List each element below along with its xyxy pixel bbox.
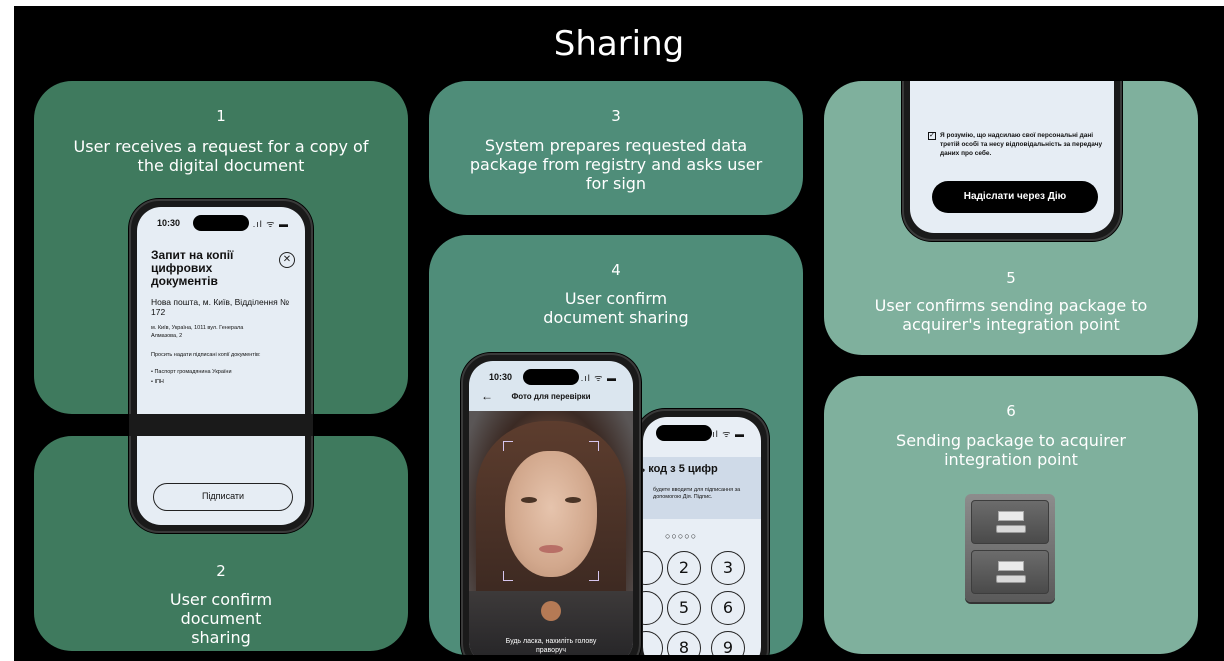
- photo-header: Фото для перевірки: [511, 392, 591, 401]
- file-cabinet-icon: [965, 494, 1055, 602]
- phone-code: .ıl ᯤ ▬ ть код з 5 цифр будете вводити д…: [635, 409, 769, 655]
- lips: [539, 545, 563, 553]
- step-5-card: ✓ Я розумію, що надсилаю свої персональн…: [824, 81, 1198, 355]
- slide: Sharing 1 User receives a request for a …: [14, 6, 1224, 661]
- dynamic-island: [523, 369, 579, 385]
- tilt-hint: Будь ласка, нахиліть голову праворуч: [505, 638, 597, 654]
- drawer: [971, 500, 1049, 544]
- phone-consent: ✓ Я розумію, що надсилаю свої персональн…: [902, 81, 1122, 241]
- key-8[interactable]: 8: [667, 631, 701, 655]
- page-title: Sharing: [553, 24, 685, 64]
- frame-corner: [503, 571, 513, 581]
- consent-checkbox[interactable]: ✓: [928, 132, 936, 140]
- status-bar: 10:30 .ıl ᯤ ▬: [469, 369, 633, 389]
- consent-text: Я розумію, що надсилаю свої персональні …: [940, 132, 1103, 157]
- code-subtext: будете вводити для підписання за допомог…: [653, 487, 741, 500]
- back-arrow-icon[interactable]: ←: [481, 389, 493, 403]
- phone-screen: 10:30 .ıl ᯤ ▬ Запит на копії цифрових до…: [137, 207, 305, 525]
- doc-item: • ІПН: [151, 379, 164, 385]
- request-text: Просить надати підписані копії документі…: [151, 352, 261, 358]
- code-heading: ть код з 5 цифр: [643, 463, 718, 475]
- sign-button[interactable]: Підписати: [153, 483, 293, 511]
- phone-request: 10:30 .ıl ᯤ ▬ Запит на копії цифрових до…: [129, 199, 313, 533]
- step-4-card: 4 User confirm document sharing .ıl ᯤ ▬ …: [429, 235, 803, 655]
- phone-photo: 10:30 .ıl ᯤ ▬ ← Фото для перевірки: [461, 353, 641, 655]
- step-caption: User confirms sending package to acquire…: [874, 296, 1148, 334]
- signal-icon: .ıl ᯤ ▬: [708, 429, 745, 439]
- org-name: Нова пошта, м. Київ, Відділення № 172: [151, 297, 290, 317]
- clock: 10:30: [489, 372, 513, 382]
- step-caption: Sending package to acquirer integration …: [896, 431, 1126, 469]
- key-9[interactable]: 9: [711, 631, 745, 655]
- step-3-card: 3 System prepares requested data package…: [429, 81, 803, 215]
- frame-corner: [589, 571, 599, 581]
- step-number: 1: [216, 107, 226, 125]
- clock: 10:30: [157, 218, 181, 228]
- key-5[interactable]: 5: [667, 591, 701, 625]
- signal-icon: .ıl ᯤ ▬: [252, 219, 289, 229]
- avatar-emoji-icon: [541, 601, 561, 621]
- phone-screen: ✓ Я розумію, що надсилаю свої персональн…: [910, 81, 1114, 233]
- label-slot: [998, 511, 1024, 521]
- step-number: 2: [216, 562, 226, 580]
- handle: [996, 575, 1026, 583]
- step-caption: User confirm document sharing: [169, 590, 273, 647]
- phone-screen: .ıl ᯤ ▬ ть код з 5 цифр будете вводити д…: [643, 417, 761, 655]
- signal-icon: .ıl ᯤ ▬: [580, 373, 617, 383]
- org-address: м. Київ, Україна, 1011 вул. Генерала Алм…: [151, 325, 244, 339]
- dynamic-island: [656, 425, 713, 441]
- face: [505, 451, 597, 577]
- step-caption: User receives a request for a copy of th…: [73, 137, 369, 175]
- eye: [521, 497, 537, 503]
- request-heading: Запит на копії цифрових документів: [151, 248, 234, 288]
- step-number: 5: [1006, 269, 1016, 287]
- dynamic-island: [193, 215, 249, 231]
- handle: [996, 525, 1026, 533]
- code-header: [643, 457, 761, 519]
- key-3[interactable]: 3: [711, 551, 745, 585]
- key-7[interactable]: [643, 631, 663, 655]
- step-number: 6: [1006, 402, 1016, 420]
- label-slot: [998, 561, 1024, 571]
- drawer: [971, 550, 1049, 594]
- close-icon[interactable]: ✕: [279, 252, 295, 268]
- key-2[interactable]: 2: [667, 551, 701, 585]
- frame-corner: [503, 441, 513, 451]
- key-6[interactable]: 6: [711, 591, 745, 625]
- doc-item: • Паспорт громадянина України: [151, 369, 232, 375]
- key-4[interactable]: [643, 591, 663, 625]
- step-number: 4: [611, 261, 621, 279]
- step-caption: User confirm document sharing: [543, 289, 689, 327]
- status-bar: 10:30 .ıl ᯤ ▬: [137, 215, 305, 235]
- key-1[interactable]: [643, 551, 663, 585]
- eye: [565, 497, 581, 503]
- frame-corner: [589, 441, 599, 451]
- step-6-card: 6 Sending package to acquirer integratio…: [824, 376, 1198, 654]
- status-bar: .ıl ᯤ ▬: [643, 425, 761, 445]
- phone-frame-section: [129, 414, 313, 436]
- step-caption: System prepares requested data package f…: [469, 136, 763, 193]
- step-number: 3: [611, 107, 621, 125]
- code-dots: ○○○○○: [665, 531, 698, 541]
- send-via-diia-button[interactable]: Надіслати через Дію: [932, 181, 1098, 213]
- phone-screen: 10:30 .ıl ᯤ ▬ ← Фото для перевірки: [469, 361, 633, 655]
